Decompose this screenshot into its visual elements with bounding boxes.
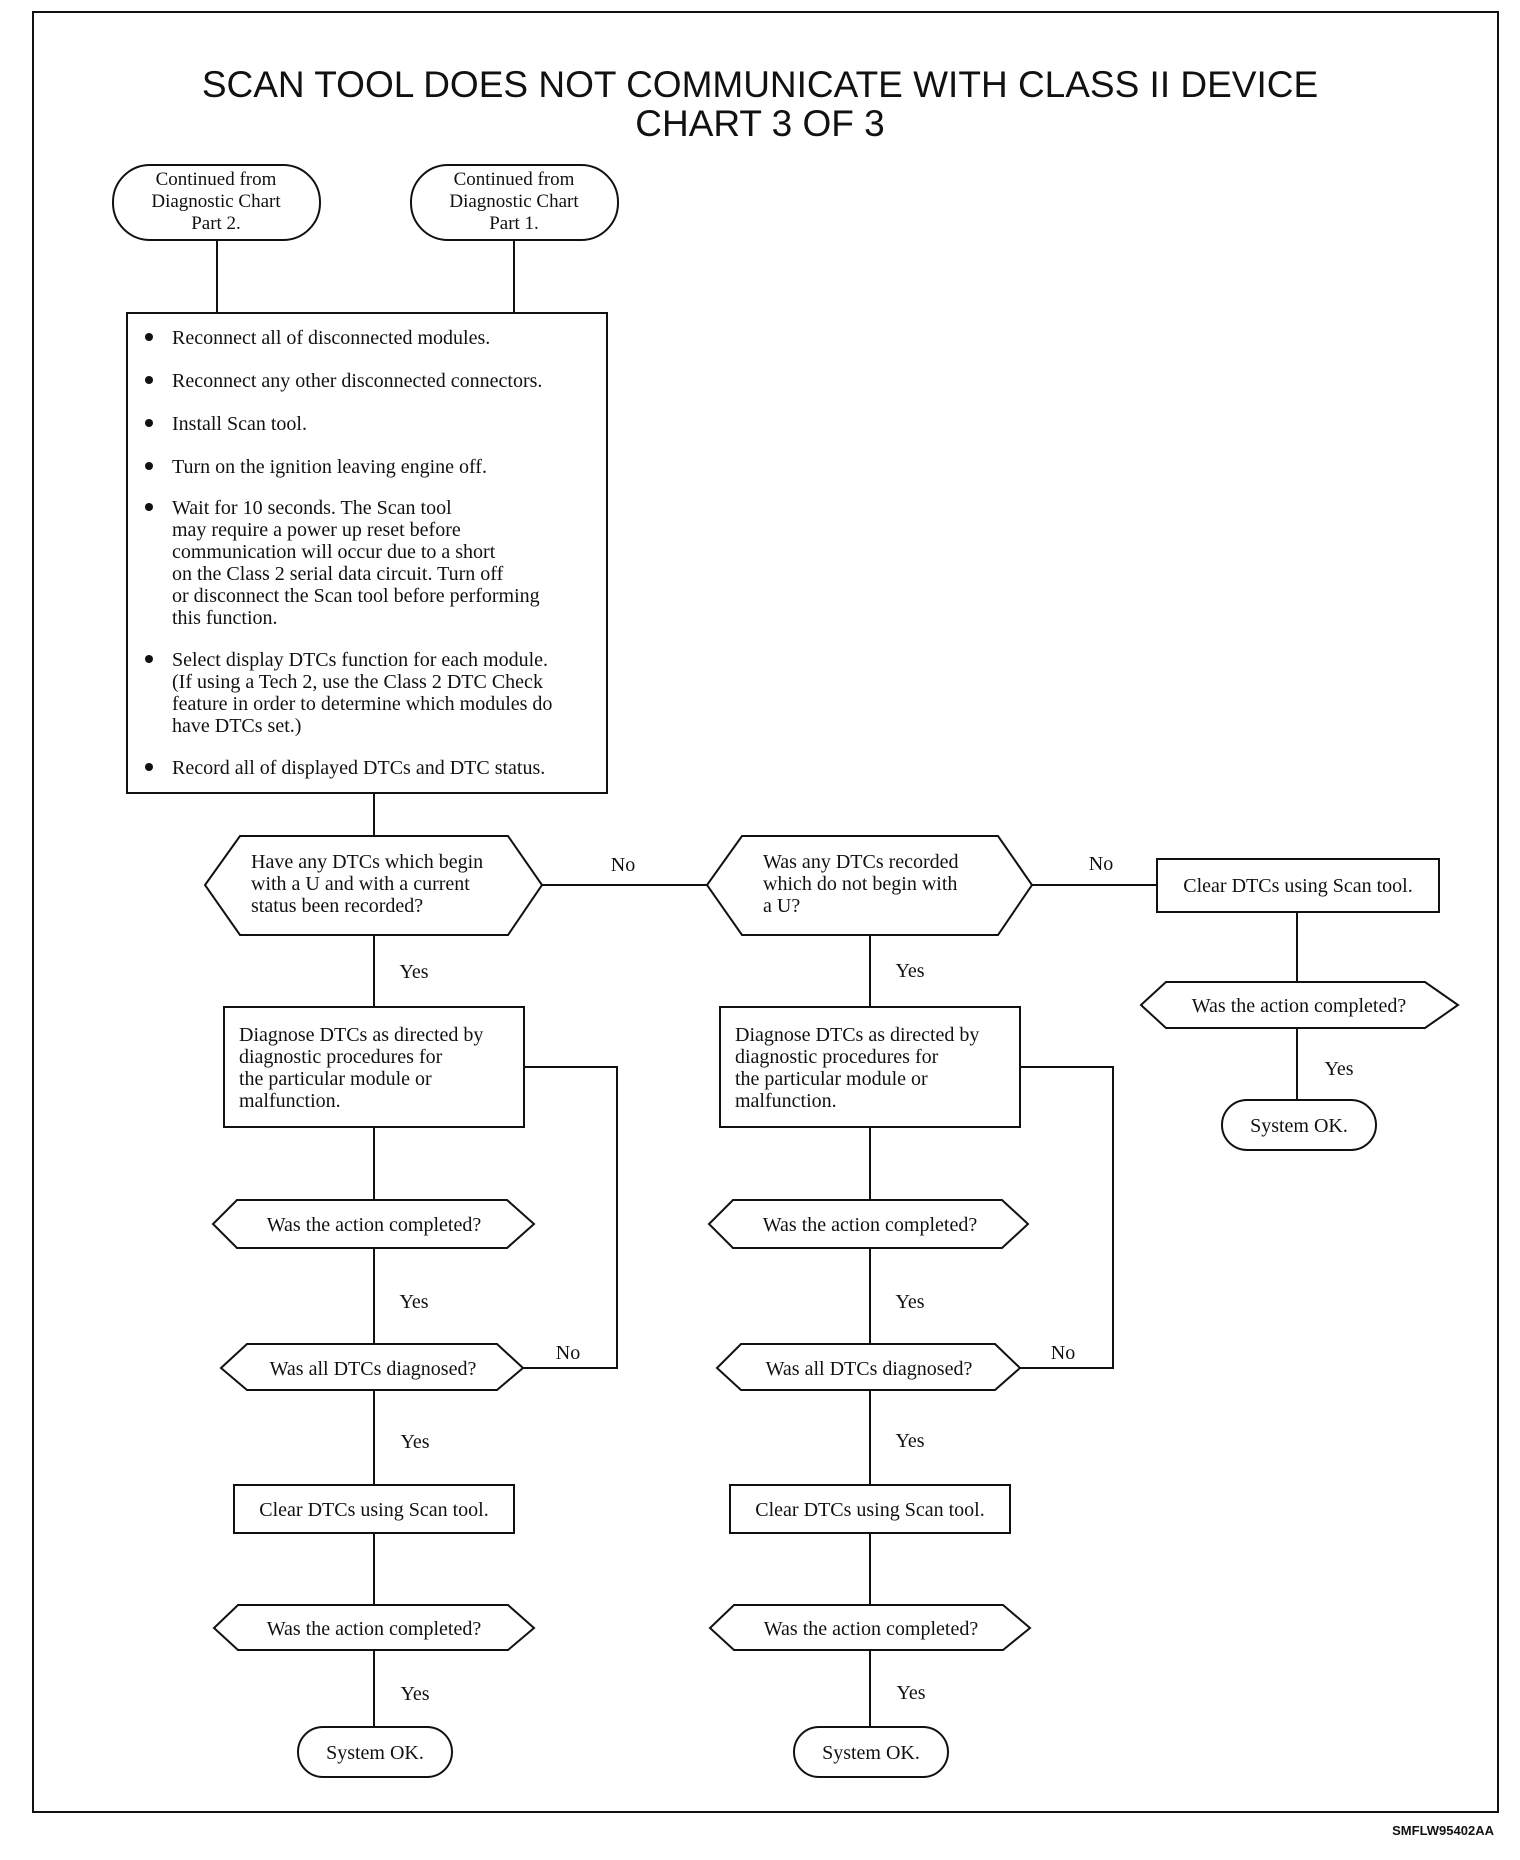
diagnose-left-line-4: malfunction. <box>239 1090 341 1112</box>
start-terminal-part-2-line-2: Diagnostic Chart <box>151 191 281 212</box>
bullet <box>145 376 153 384</box>
decision-u-dtcs <box>203 835 544 936</box>
step-5-line-6: this function. <box>172 607 278 629</box>
clear-dtcs-middle-label: Clear DTCs using Scan tool. <box>755 1499 984 1521</box>
diagnose-middle-line-1: Diagnose DTCs as directed by <box>735 1024 979 1046</box>
step-7: Record all of displayed DTCs and DTC sta… <box>172 757 545 779</box>
step-5-line-3: communication will occur due to a short <box>172 541 496 563</box>
decision-action-completed-left-1 <box>211 1199 536 1249</box>
clear-dtcs-box-right <box>1156 858 1440 913</box>
clear-dtcs-box-left <box>233 1484 515 1534</box>
step-1: Reconnect all of disconnected modules. <box>172 327 490 349</box>
diagnose-dtcs-box-middle <box>719 1006 1021 1128</box>
bullet <box>145 655 153 663</box>
yes-label-non-u-dtcs: Yes <box>895 960 924 982</box>
clear-dtcs-right-label: Clear DTCs using Scan tool. <box>1183 875 1412 897</box>
system-ok-terminal-right <box>1221 1099 1377 1151</box>
start-terminal-part-2-line-3: Part 2. <box>191 213 241 234</box>
yes-label-middle-diagnosed: Yes <box>895 1430 924 1452</box>
step-6-line-4: have DTCs set.) <box>172 715 301 737</box>
no-label-u-dtcs: No <box>611 854 635 876</box>
yes-label-left-diagnosed: Yes <box>400 1431 429 1453</box>
diagnose-middle-line-3: the particular module or <box>735 1068 928 1090</box>
step-2: Reconnect any other disconnected connect… <box>172 370 542 392</box>
diagnose-left-line-1: Diagnose DTCs as directed by <box>239 1024 483 1046</box>
bullet <box>145 763 153 771</box>
decision-non-u-dtcs-line-2: which do not begin with <box>763 873 957 895</box>
all-diagnosed-middle-label: Was all DTCs diagnosed? <box>766 1358 973 1380</box>
diagnose-middle-line-4: malfunction. <box>735 1090 837 1112</box>
step-3: Install Scan tool. <box>172 413 307 435</box>
start-terminal-part-2-line-1: Continued from <box>156 169 277 190</box>
decision-u-dtcs-line-1: Have any DTCs which begin <box>251 851 483 873</box>
yes-label-left-action-1: Yes <box>399 1291 428 1313</box>
yes-label-middle-action-1: Yes <box>895 1291 924 1313</box>
yes-label-middle-action-2: Yes <box>896 1682 925 1704</box>
start-terminal-part-1-line-3: Part 1. <box>489 213 539 234</box>
start-terminal-part-2 <box>112 164 321 241</box>
step-5-line-2: may require a power up reset before <box>172 519 461 541</box>
diagnose-left-line-3: the particular module or <box>239 1068 432 1090</box>
system-ok-left-label: System OK. <box>326 1742 424 1764</box>
action-completed-left-1-label: Was the action completed? <box>267 1214 482 1236</box>
clear-dtcs-left-label: Clear DTCs using Scan tool. <box>259 1499 488 1521</box>
decision-non-u-dtcs-line-1: Was any DTCs recorded <box>763 851 959 873</box>
action-completed-middle-2-label: Was the action completed? <box>764 1618 979 1640</box>
step-6-line-3: feature in order to determine which modu… <box>172 693 552 715</box>
start-terminal-part-1-line-2: Diagnostic Chart <box>449 191 579 212</box>
system-ok-middle-label: System OK. <box>822 1742 920 1764</box>
system-ok-terminal-middle <box>793 1726 949 1778</box>
decision-all-diagnosed-middle <box>715 1343 1022 1391</box>
decision-action-completed-middle-1 <box>707 1199 1030 1249</box>
yes-label-left-action-2: Yes <box>400 1683 429 1705</box>
branch-labels: No No Yes Yes Yes Yes Yes No No Yes Yes … <box>399 853 1353 1705</box>
yes-label-right-action: Yes <box>1324 1058 1353 1080</box>
clear-dtcs-box-middle <box>729 1484 1011 1534</box>
start-terminal-part-1 <box>410 164 619 241</box>
step-6-line-1: Select display DTCs function for each mo… <box>172 649 548 671</box>
no-label-middle-diagnosed: No <box>1051 1342 1075 1364</box>
decision-u-dtcs-line-3: status been recorded? <box>251 895 423 917</box>
decision-all-diagnosed-left <box>219 1343 525 1391</box>
chart-frame <box>32 11 1499 1813</box>
bullet <box>145 419 153 427</box>
step-5-line-1: Wait for 10 seconds. The Scan tool <box>172 497 452 519</box>
decision-action-completed-right <box>1139 981 1460 1029</box>
decision-u-dtcs-line-2: with a U and with a current <box>251 873 470 895</box>
procedure-steps: Reconnect all of disconnected modules. R… <box>145 327 552 779</box>
chart-title: SCAN TOOL DOES NOT COMMUNICATE WITH CLAS… <box>202 64 1318 105</box>
procedure-box <box>126 312 608 794</box>
decision-action-completed-middle-2 <box>708 1604 1032 1651</box>
decision-action-completed-left-2 <box>212 1604 536 1651</box>
step-5-line-5: or disconnect the Scan tool before perfo… <box>172 585 540 607</box>
step-6-line-2: (If using a Tech 2, use the Class 2 DTC … <box>172 671 543 693</box>
bullet <box>145 503 153 511</box>
diagnose-left-line-2: diagnostic procedures for <box>239 1046 443 1068</box>
start-terminal-part-1-line-1: Continued from <box>454 169 575 190</box>
action-completed-left-2-label: Was the action completed? <box>267 1618 482 1640</box>
action-completed-right-label: Was the action completed? <box>1192 995 1407 1017</box>
no-label-non-u-dtcs: No <box>1089 853 1113 875</box>
system-ok-right-label: System OK. <box>1250 1115 1348 1137</box>
diagnose-middle-line-2: diagnostic procedures for <box>735 1046 939 1068</box>
action-completed-middle-1-label: Was the action completed? <box>763 1214 978 1236</box>
connector-lines <box>216 240 1298 1727</box>
bullet <box>145 333 153 341</box>
yes-label-u-dtcs: Yes <box>399 961 428 983</box>
system-ok-terminal-left <box>297 1726 453 1778</box>
decision-non-u-dtcs-line-3: a U? <box>763 895 800 917</box>
chart-subtitle: CHART 3 OF 3 <box>635 103 884 144</box>
decision-non-u-dtcs <box>705 835 1034 936</box>
diagnose-dtcs-box-left <box>223 1006 525 1128</box>
step-5-line-4: on the Class 2 serial data circuit. Turn… <box>172 563 504 585</box>
bullet <box>145 462 153 470</box>
all-diagnosed-left-label: Was all DTCs diagnosed? <box>270 1358 477 1380</box>
reference-code: SMFLW95402AA <box>1392 1823 1494 1838</box>
no-label-left-diagnosed: No <box>556 1342 580 1364</box>
step-4: Turn on the ignition leaving engine off. <box>172 456 487 478</box>
